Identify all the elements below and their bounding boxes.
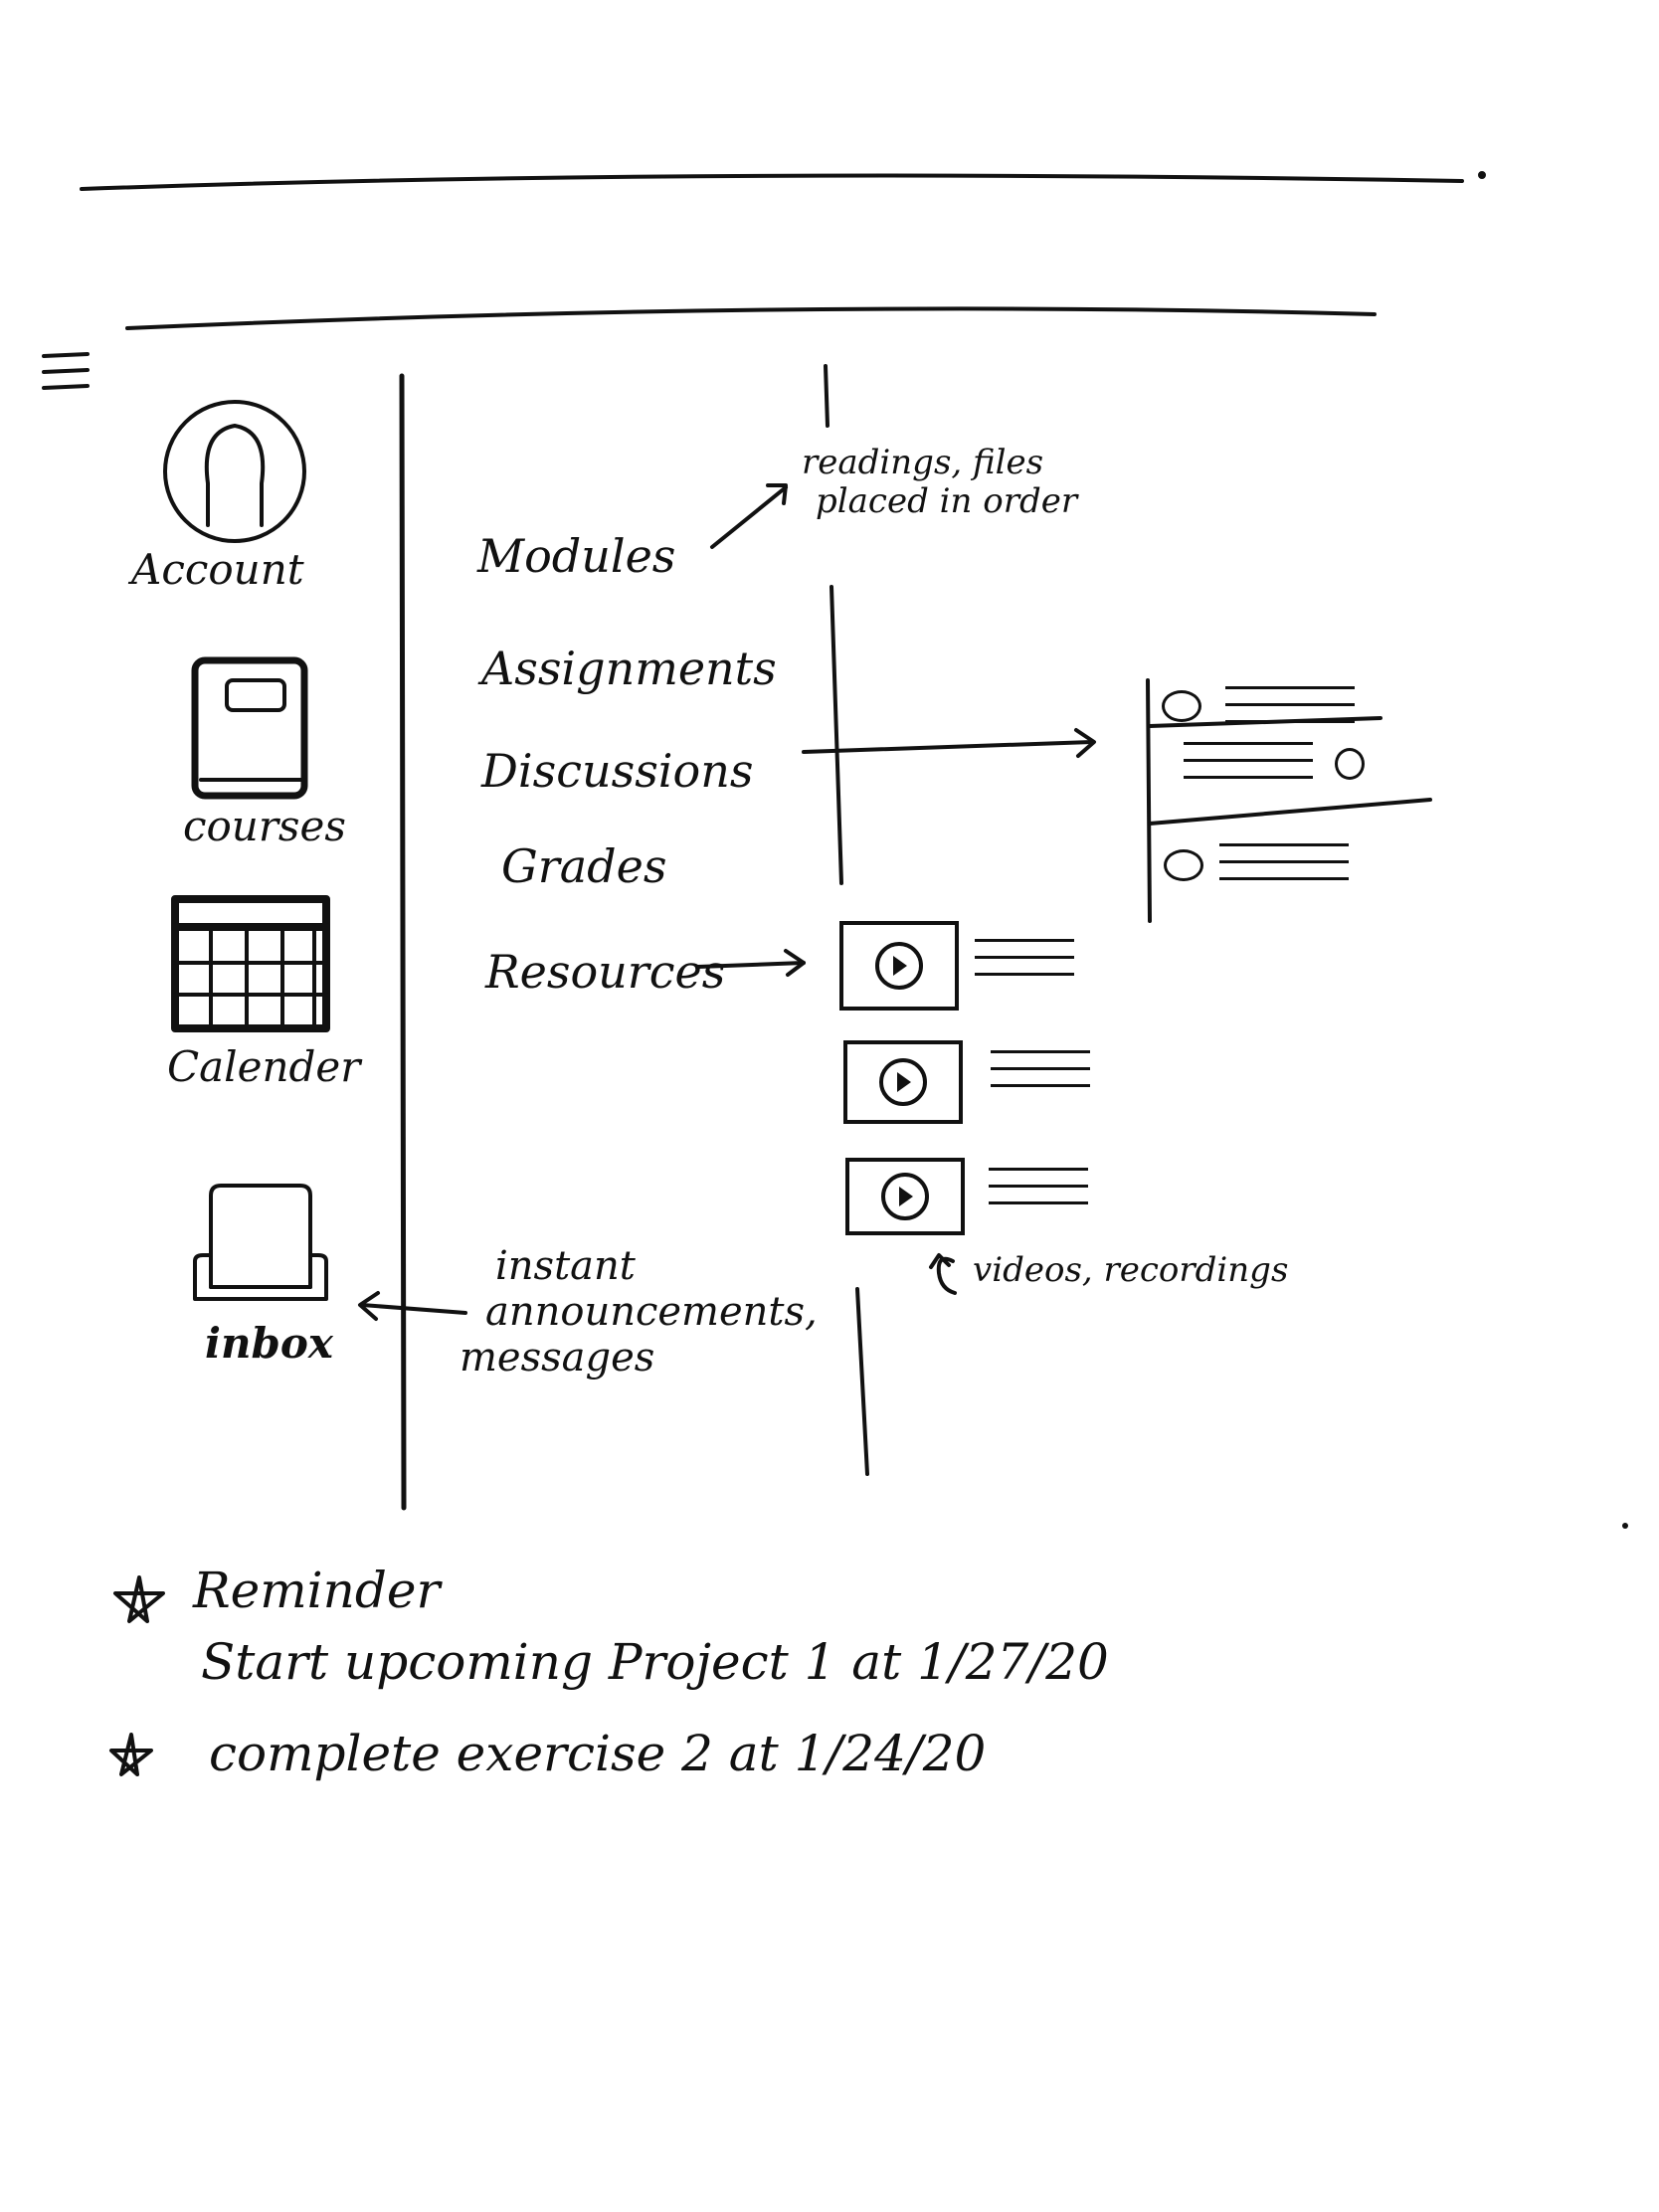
- calendar-icon: [171, 895, 330, 1032]
- nav-item-modules[interactable]: Modules: [477, 529, 676, 583]
- play-icon: [879, 1058, 927, 1106]
- text-lines: [991, 1050, 1090, 1101]
- sidebar-item-label: Calender: [167, 1042, 361, 1091]
- sidebar-item-label: Account: [131, 545, 304, 594]
- nav-item-resources[interactable]: Resources: [485, 945, 726, 999]
- sidebar-item-courses[interactable]: courses: [167, 652, 366, 861]
- annotation-arrows: [358, 483, 1096, 1321]
- text-lines: [1225, 686, 1355, 737]
- reminder-item: complete exercise 2 at 1/24/20: [209, 1725, 987, 1782]
- video-list-item[interactable]: [839, 921, 1078, 1013]
- hamburger-menu-button[interactable]: [40, 350, 92, 396]
- text-lines: [1184, 742, 1313, 793]
- modules-note-arrow: [710, 485, 788, 549]
- inbox-tray-icon: [193, 1184, 328, 1301]
- video-list-item[interactable]: [845, 1158, 1088, 1249]
- list-item[interactable]: [1164, 843, 1402, 883]
- list-item[interactable]: [1184, 742, 1422, 782]
- star-bullet-icon: [113, 1575, 165, 1623]
- sidebar-item-account[interactable]: Account: [117, 396, 346, 613]
- hamburger-icon: [42, 352, 90, 390]
- header-rule: [80, 171, 1486, 330]
- text-lines: [1219, 843, 1349, 894]
- radio-circle-icon: [1162, 690, 1201, 722]
- discussion-list-panel: [1144, 676, 1442, 925]
- play-icon: [881, 1173, 929, 1220]
- video-thumbnail: [843, 1040, 963, 1124]
- video-thumbnail: [839, 921, 959, 1011]
- sidebar-item-label: inbox: [205, 1319, 333, 1368]
- sidebar-item-calendar[interactable]: Calender: [159, 891, 378, 1110]
- play-icon: [875, 942, 923, 990]
- reminder-item: Start upcoming Project 1 at 1/27/20: [201, 1633, 1109, 1691]
- discussions-arrow: [802, 740, 1094, 754]
- text-lines: [975, 939, 1074, 990]
- person-avatar-icon: [163, 400, 306, 543]
- radio-circle-icon: [1335, 748, 1365, 780]
- sidebar-item-inbox[interactable]: inbox: [179, 1176, 368, 1386]
- nav-item-grades[interactable]: Grades: [501, 839, 667, 893]
- resources-annotation: videos, recordings: [973, 1250, 1289, 1290]
- modules-annotation: readings, files placed in order: [802, 443, 1078, 522]
- nav-item-discussions[interactable]: Discussions: [481, 744, 754, 798]
- stray-dot: [1622, 1523, 1628, 1529]
- video-thumbnail: [845, 1158, 965, 1235]
- sidebar-item-label: courses: [183, 802, 346, 850]
- reminders-title: Reminder: [193, 1562, 441, 1619]
- list-item[interactable]: [1162, 686, 1400, 723]
- nav-item-assignments[interactable]: Assignments: [481, 642, 777, 695]
- radio-circle-icon: [1164, 849, 1203, 881]
- inbox-note-arrow: [360, 1303, 467, 1315]
- resources-arrow: [696, 961, 806, 969]
- inbox-annotation: instant announcements, messages: [460, 1243, 818, 1381]
- text-lines: [989, 1168, 1088, 1218]
- reminders-section: Reminder Start upcoming Project 1 at 1/2…: [109, 1562, 1303, 1820]
- video-list-item[interactable]: [843, 1040, 1090, 1132]
- divider-lines: [399, 364, 869, 1511]
- book-icon: [191, 656, 308, 800]
- star-bullet-icon: [109, 1733, 153, 1776]
